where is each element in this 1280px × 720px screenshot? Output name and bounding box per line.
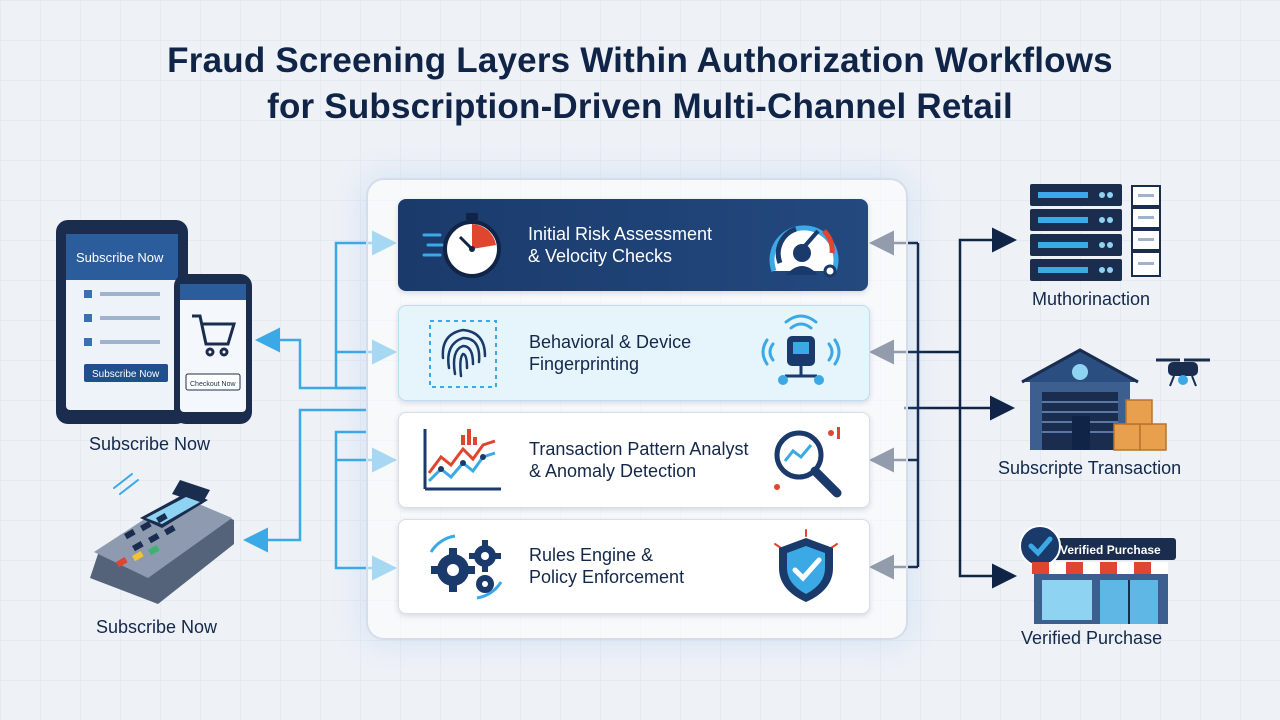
- devices-caption: Subscribe Now: [89, 434, 211, 454]
- layer-3-line-1: Transaction Pattern Analyst: [529, 439, 749, 459]
- pos-terminal-icon: [90, 473, 234, 604]
- layer-rules-engine-policy: Rules Engine & Policy Enforcement: [398, 519, 870, 614]
- tablet-screen-title: Subscribe Now: [76, 250, 164, 265]
- layer-1-line-1: Initial Risk Assessment: [528, 224, 713, 244]
- layer-3-label: Transaction Pattern Analyst & Anomaly De…: [529, 438, 779, 482]
- gears-icon: [429, 534, 503, 600]
- line-chart-icon: [423, 429, 501, 491]
- store-badge-label: Verified Purchase: [1060, 543, 1161, 557]
- left-connectors: [243, 230, 397, 581]
- layer-4-line-1: Rules Engine &: [529, 545, 654, 565]
- tablet-subscribe-button[interactable]: [84, 364, 168, 382]
- phone-screen: [180, 284, 246, 412]
- phone-checkout-button[interactable]: [185, 373, 241, 391]
- shopping-cart-icon: [192, 314, 237, 357]
- store-caption: Verified Purchase: [1021, 628, 1163, 648]
- title-line-1: Fraud Screening Layers Within Authorizat…: [167, 41, 1113, 80]
- speed-gauge-icon: [769, 225, 839, 278]
- stopwatch-icon: [422, 213, 501, 278]
- layer-transaction-pattern-analysis: Transaction Pattern Analyst & Anomaly De…: [398, 412, 870, 508]
- phone-button-label: Checkout Now: [190, 381, 236, 388]
- drone-icon: [1156, 358, 1210, 387]
- verified-check-icon: [1019, 525, 1061, 567]
- layer-behavioral-device-fingerprinting: Behavioral & Device Fingerprinting: [398, 305, 870, 401]
- layer-2-label: Behavioral & Device Fingerprinting: [529, 331, 691, 375]
- warehouse-drone-icon: [1021, 348, 1210, 451]
- layer-4-line-2: Policy Enforcement: [529, 567, 685, 587]
- server-rack-icon: [1030, 184, 1161, 281]
- layer-2-line-2: Fingerprinting: [529, 354, 640, 374]
- device-signal-icon: [761, 314, 841, 385]
- layer-1-label: Initial Risk Assessment & Velocity Check…: [528, 223, 712, 267]
- verified-store-icon: Verified Purchase: [1019, 525, 1176, 624]
- tablet-phone-devices: Subscribe Now Subscribe Now Checkout Now: [56, 220, 252, 424]
- layer-3-line-2: & Anomaly Detection: [529, 461, 697, 481]
- layer-initial-risk-assessment: Initial Risk Assessment & Velocity Check…: [398, 199, 868, 291]
- layer-1-line-2: & Velocity Checks: [528, 246, 673, 266]
- tablet-button-label: Subscribe Now: [92, 369, 160, 380]
- layer-4-label: Rules Engine & Policy Enforcement: [529, 544, 684, 588]
- shield-check-icon: [774, 529, 838, 602]
- warehouse-caption: Subscripte Transaction: [998, 458, 1182, 478]
- title-line-2: for Subscription-Driven Multi-Channel Re…: [267, 87, 1013, 126]
- magnifier-icon: [774, 427, 842, 498]
- terminal-caption: Subscribe Now: [96, 617, 218, 637]
- page-title: Fraud Screening Layers Within Authorizat…: [0, 38, 1280, 130]
- fingerprint-icon: [429, 320, 497, 388]
- layer-2-line-1: Behavioral & Device: [529, 332, 692, 352]
- server-caption: Muthorinaction: [1032, 289, 1151, 309]
